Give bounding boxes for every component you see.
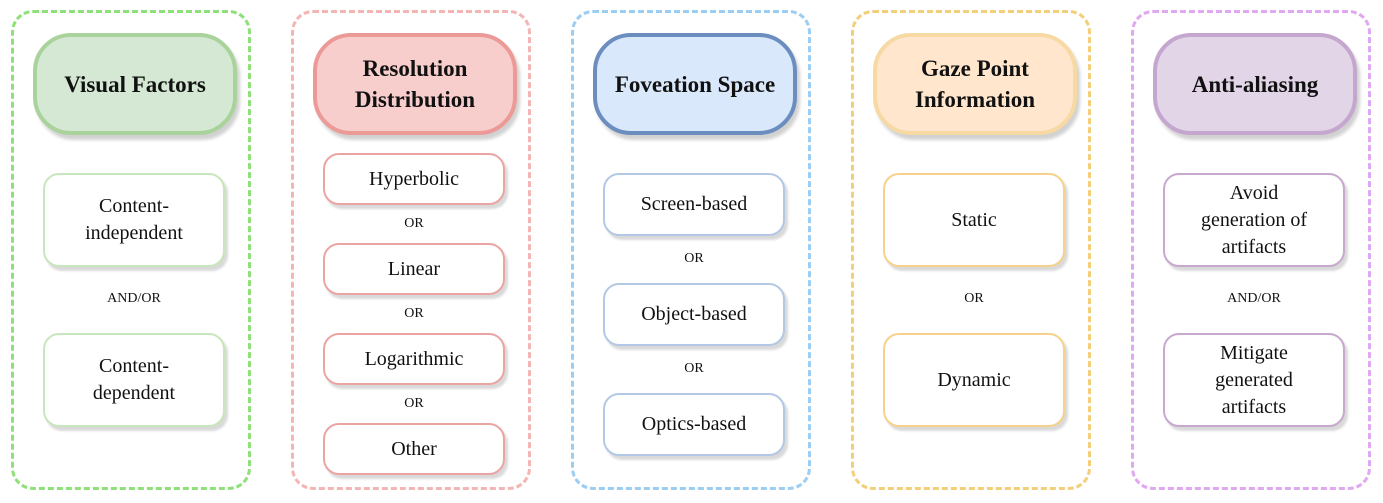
option-label: Dynamic <box>937 368 1011 391</box>
option-box: Content- independent <box>43 173 225 267</box>
option-label: Content- dependent <box>92 355 176 404</box>
option-box: Hyperbolic <box>323 153 505 205</box>
option-label: Linear <box>387 257 441 280</box>
category-header-label: Gaze Point Information <box>914 56 1036 112</box>
option-label: Logarithmic <box>364 347 464 370</box>
option-label: Other <box>391 437 437 460</box>
option-box: Avoid generation of artifacts <box>1163 173 1345 267</box>
connector-label: OR <box>684 361 704 376</box>
category-header-label: Foveation Space <box>614 71 776 97</box>
option-label: Object-based <box>641 303 747 325</box>
option-box: Mitigate generated artifacts <box>1163 333 1345 427</box>
category-header: Resolution Distribution <box>313 33 517 135</box>
option-label: Mitigate generated artifacts <box>1215 341 1293 418</box>
category-header-label: Anti-aliasing <box>1191 71 1319 97</box>
category-header-label: Resolution Distribution <box>354 56 476 112</box>
connector-label: AND/OR <box>1227 291 1281 306</box>
category-header: Visual Factors <box>33 33 237 135</box>
category-header: Anti-aliasing <box>1153 33 1357 135</box>
connector-label: OR <box>404 306 424 321</box>
option-box: Optics-based <box>603 393 785 456</box>
option-box: Linear <box>323 243 505 295</box>
option-label: Avoid generation of artifacts <box>1200 181 1308 258</box>
option-box: Screen-based <box>603 173 785 236</box>
category-header-label: Visual Factors <box>64 71 206 97</box>
connector-label: OR <box>964 291 984 306</box>
option-label: Content- independent <box>85 195 183 244</box>
category-header: Gaze Point Information <box>873 33 1077 135</box>
connector-label: AND/OR <box>107 291 161 306</box>
option-box: Dynamic <box>883 333 1065 427</box>
category-header: Foveation Space <box>593 33 797 135</box>
connector-label: OR <box>684 251 704 266</box>
option-box: Other <box>323 423 505 475</box>
option-box: Static <box>883 173 1065 267</box>
option-label: Static <box>951 208 997 231</box>
option-box: Object-based <box>603 283 785 346</box>
connector-label: OR <box>404 216 424 231</box>
option-label: Optics-based <box>641 413 747 435</box>
option-label: Hyperbolic <box>369 167 459 190</box>
option-label: Screen-based <box>640 193 748 215</box>
option-box: Logarithmic <box>323 333 505 385</box>
connector-label: OR <box>404 396 424 411</box>
option-box: Content- dependent <box>43 333 225 427</box>
